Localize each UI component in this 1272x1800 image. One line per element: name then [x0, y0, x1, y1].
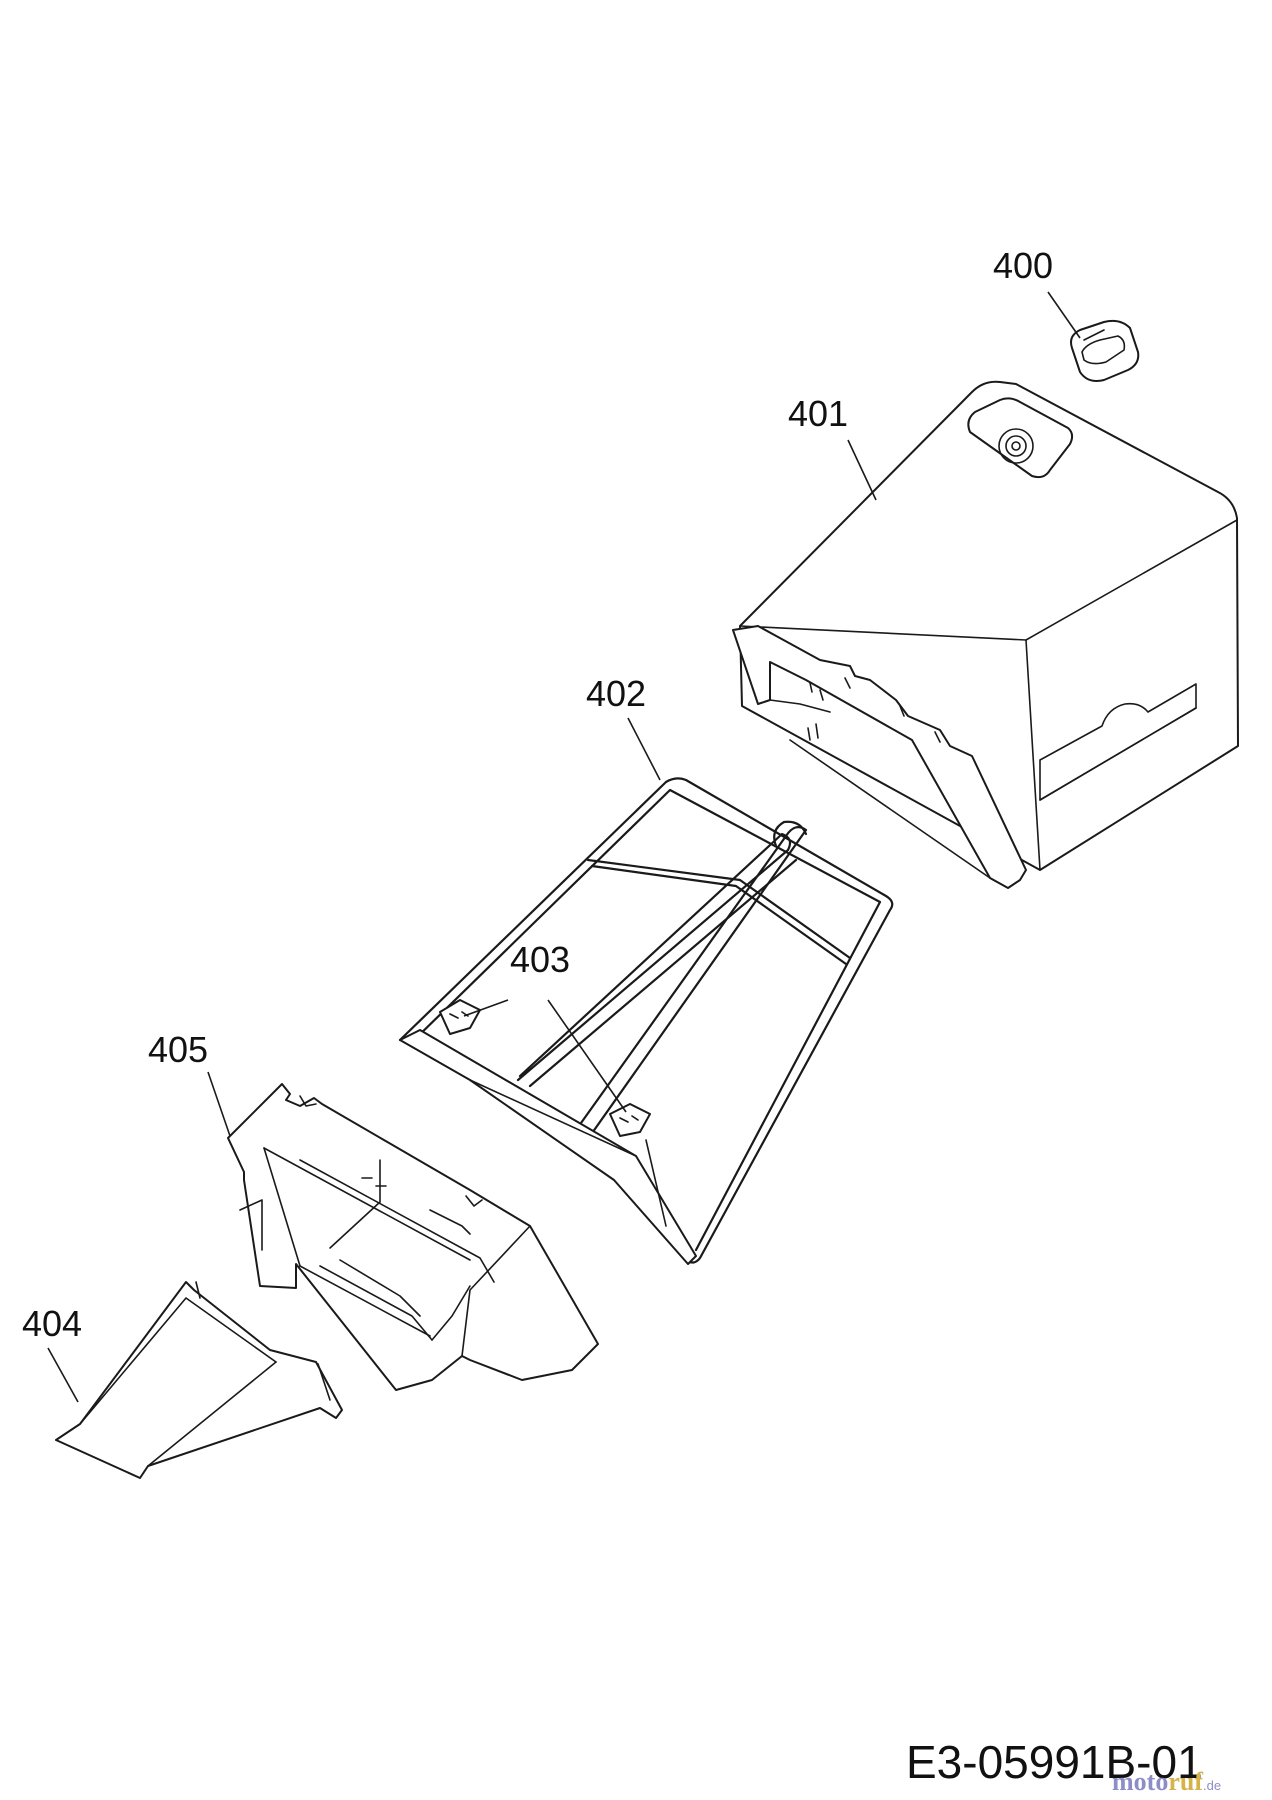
callout-401: 401	[788, 393, 848, 434]
leader-403a	[463, 999, 509, 1017]
part-404-chute	[55, 1281, 343, 1479]
callout-403: 403	[510, 939, 570, 980]
leader-400	[1047, 291, 1081, 339]
part-405-rear-frame	[227, 1083, 599, 1391]
watermark-part-b: ruf	[1168, 1767, 1203, 1796]
motoruf-watermark: motoruf.de	[1112, 1767, 1221, 1796]
leader-403b	[547, 999, 627, 1113]
callout-402: 402	[586, 673, 646, 714]
part-403-clips	[399, 999, 697, 1265]
callout-405: 405	[148, 1029, 208, 1070]
drawing-code: E3-05991B-01	[906, 1736, 1203, 1788]
callout-404: 404	[22, 1303, 82, 1344]
part-402-wire-frame	[398, 777, 894, 1264]
part-400-latch	[1070, 319, 1140, 382]
leader-404	[47, 1347, 79, 1403]
leader-401	[847, 439, 877, 501]
watermark-text: motoruf.de	[1112, 1767, 1221, 1796]
leader-lines	[47, 291, 1081, 1403]
watermark-part-c: .de	[1203, 1778, 1221, 1793]
callout-400: 400	[993, 245, 1053, 286]
part-401-catcher-cover	[732, 380, 1239, 889]
watermark-part-a: moto	[1112, 1767, 1168, 1796]
leader-405	[207, 1071, 231, 1137]
leader-402	[627, 717, 661, 781]
